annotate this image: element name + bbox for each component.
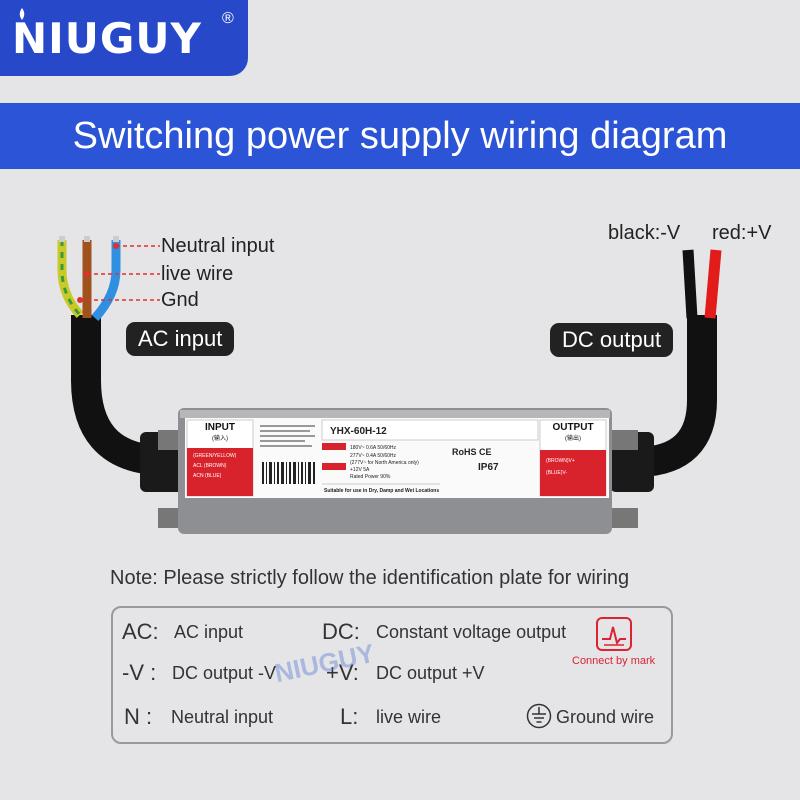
ac-cable — [71, 315, 157, 475]
legend-box — [111, 606, 673, 744]
ground-icon — [526, 703, 552, 729]
input-wire-0: (GREEN/YELLOW) — [193, 453, 237, 459]
legend-dc-key: DC: — [322, 619, 360, 644]
spec-line-1: 277V~ 0.4A 50/60Hz — [350, 453, 397, 459]
legend-ground-text: Ground wire — [556, 707, 655, 727]
label-gnd: Gnd — [161, 289, 199, 311]
legend-n-key: N : — [124, 704, 153, 729]
wire-ground-stripe — [60, 240, 82, 317]
wire-red — [704, 249, 722, 319]
label-live-wire: live wire — [161, 263, 234, 285]
legend-l-key: L: — [340, 704, 359, 729]
legend-ac-key: AC: — [122, 619, 159, 644]
spec-line-2: (277V~ for North America only) — [350, 460, 419, 466]
barcode — [262, 462, 315, 484]
legend-pos-text: DC output +V — [376, 663, 485, 683]
legend-l-text: live wire — [376, 707, 442, 727]
dc-cable — [638, 315, 717, 477]
ip-rating: IP67 — [478, 462, 499, 473]
legend-pos-key: +V: — [326, 660, 359, 685]
brand-name: NIUGUY — [12, 14, 202, 63]
wiring-diagram: INPUT (输入) (GREEN/YELLOW) ACL (BROWN) AC… — [57, 236, 722, 534]
flame-icon — [19, 8, 25, 20]
label-neutral-input: Neutral input — [161, 235, 275, 257]
legend-n-text: Neutral input — [171, 707, 274, 727]
output-title: OUTPUT — [552, 422, 593, 433]
registered-mark: ® — [222, 10, 234, 27]
legend-ac-text: AC input — [174, 622, 244, 642]
brand-logo: NIUGUY ® — [0, 0, 248, 76]
output-wire-1: (BLUE)V- — [546, 470, 567, 476]
cert-text: RoHS CE — [452, 447, 492, 457]
output-sub: (输出) — [565, 434, 581, 442]
wire-black — [682, 249, 698, 319]
legend-neg-key: -V : — [122, 660, 157, 685]
page-title: Switching power supply wiring diagram — [72, 115, 728, 157]
spec-line-4: Rated Power 90% — [350, 474, 391, 480]
wiring-note: Note: Please strictly follow the identif… — [110, 567, 630, 589]
label-red-pos: red:+V — [712, 222, 772, 244]
input-wire-2: ACN (BLUE) — [193, 473, 222, 479]
suitable-text: Suitable for use in Dry, Damp and Wet Lo… — [324, 488, 439, 494]
spec-line-3: +12V 5A — [350, 467, 370, 473]
model-name: YHX-60H-12 — [330, 426, 387, 437]
pill-ac-input: AC input — [126, 322, 235, 356]
input-title: INPUT — [205, 422, 235, 433]
legend-dc-text: Constant voltage output — [376, 622, 567, 642]
pill-dc-output: DC output — [550, 323, 674, 357]
spec-line-0: 180V~ 0.6A 50/60Hz — [350, 445, 397, 451]
title-banner: Switching power supply wiring diagram — [0, 103, 800, 169]
label-black-neg: black:-V — [608, 222, 681, 244]
legend-neg-text: DC output -V — [172, 663, 277, 683]
connect-by-mark-caption: Connect by mark — [572, 655, 656, 667]
output-wire-0: (BROWN)V+ — [546, 458, 575, 464]
input-sub: (输入) — [212, 434, 228, 442]
wire-neutral — [91, 240, 121, 322]
connect-by-mark-icon — [596, 617, 632, 651]
input-wire-1: ACL (BROWN) — [193, 463, 227, 469]
